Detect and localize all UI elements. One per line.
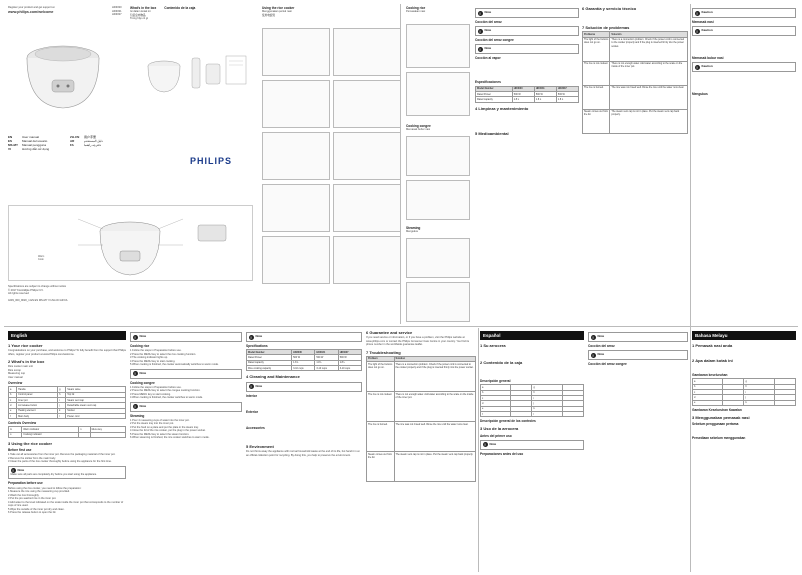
en-col-1: English 1 Your rice cooker Congratulatio… <box>8 331 126 515</box>
steps-panel-1: Using the rice cooker Menggunakan periuk… <box>262 6 402 324</box>
note-box: !Note <box>130 332 242 342</box>
steps-panel-2: Cooking rice Pemasakan nasi Cooking cong… <box>406 6 472 324</box>
step-image-3 <box>262 80 330 128</box>
step-image-9 <box>262 236 330 284</box>
divider <box>478 328 479 572</box>
note-icon: ! <box>132 334 138 340</box>
note-box: !Note <box>246 381 362 392</box>
caution-box: !Kaution <box>692 62 796 73</box>
cover-footer: Specifications are subject to change wit… <box>8 285 68 302</box>
language-bar-english: English <box>8 331 126 340</box>
note-icon: ! <box>477 46 483 52</box>
cook-rice-image-2 <box>406 72 470 116</box>
divider <box>400 4 401 324</box>
steam-image-1 <box>406 238 470 278</box>
language-bar-malay: Bahasa Melayu <box>692 331 796 340</box>
note-box: !Note <box>480 439 584 450</box>
note-box: !Note <box>475 26 579 37</box>
cover-panel: Register your product and get support at… <box>8 6 128 202</box>
box-contents-panel: What's in the box Isi dalam kotak ini 包装… <box>130 6 260 202</box>
es-right-top-col-a: !Note Cocción del arroz !Note Cocción de… <box>475 6 579 324</box>
divider <box>4 326 798 327</box>
step-image-7 <box>262 184 330 232</box>
steam-image-2 <box>406 282 470 322</box>
note-box: !Note <box>475 44 579 55</box>
note-icon: ! <box>477 10 483 16</box>
cook-congee-image-2 <box>406 180 470 220</box>
note-icon: ! <box>132 371 138 377</box>
register-line: Register your product and get support at <box>8 6 55 9</box>
note-icon: ! <box>590 334 596 340</box>
support-url[interactable]: www.philips.com/welcome <box>8 9 54 14</box>
caution-box: !Kaution <box>692 26 796 37</box>
step-image-2 <box>333 28 401 76</box>
note-icon: ! <box>248 334 254 340</box>
note-box: !Note <box>130 401 242 412</box>
cook-rice-image-1 <box>406 24 470 68</box>
note-icon: ! <box>10 468 16 474</box>
note-icon: ! <box>482 442 488 448</box>
note-icon: ! <box>132 404 138 410</box>
language-bar-spanish: Español <box>480 331 584 340</box>
note-icon: ! <box>248 384 254 390</box>
note-box: !Note <box>588 350 688 361</box>
es-col-1: Español 1 Su arrocera 2 Contenido de la … <box>480 330 584 572</box>
es-right-top-col-b: 6 Garantía y servicio técnico 7 Solución… <box>582 6 688 324</box>
en-col-4: 6 Guarantee and service If you need serv… <box>366 330 476 572</box>
step-image-6 <box>333 132 401 180</box>
box-illustration <box>134 46 254 106</box>
note-box: !Note <box>475 8 579 18</box>
es-col-2: !Note Cocción del arroz !Note Cocción de… <box>588 330 688 572</box>
en-col-2: !Note Cooking rice 1 Follow the steps in… <box>130 330 242 572</box>
caution-icon: ! <box>694 28 700 34</box>
control-panel-labels: Warm Cook <box>38 255 45 262</box>
note-box: !Note <box>588 332 688 342</box>
cook-congee-image-1 <box>406 136 470 176</box>
models-list: HD3030 HD3031 HD3037 <box>112 6 122 16</box>
parts-diagram <box>77 218 227 276</box>
divider <box>690 4 691 572</box>
step-image-10 <box>333 236 401 284</box>
caution-icon: ! <box>694 10 700 16</box>
step-image-4 <box>333 80 401 128</box>
note-icon: ! <box>590 352 596 358</box>
ms-right-top-col: !Kaution Memasak nasi !Kaution Memasak b… <box>692 6 796 324</box>
ms-col-1: Bahasa Melayu 1 Pemasak nasi anda 2 Apa … <box>692 330 796 572</box>
note-box: !Note <box>246 332 362 342</box>
note-box: !Note Make sure all parts are completely… <box>8 465 126 480</box>
step-image-1 <box>262 28 330 76</box>
step-image-8 <box>333 184 401 232</box>
brand-logo: PHILIPS <box>190 156 233 166</box>
step-image-5 <box>262 132 330 180</box>
caution-box: !Kaution <box>692 8 796 18</box>
parts-diagram-panel: Warm Cook <box>8 205 253 283</box>
rice-cooker-illustration <box>16 36 111 116</box>
note-box: !Note <box>130 368 242 379</box>
note-icon: ! <box>477 28 483 34</box>
caution-icon: ! <box>694 64 700 70</box>
parts-label-box <box>8 205 253 281</box>
